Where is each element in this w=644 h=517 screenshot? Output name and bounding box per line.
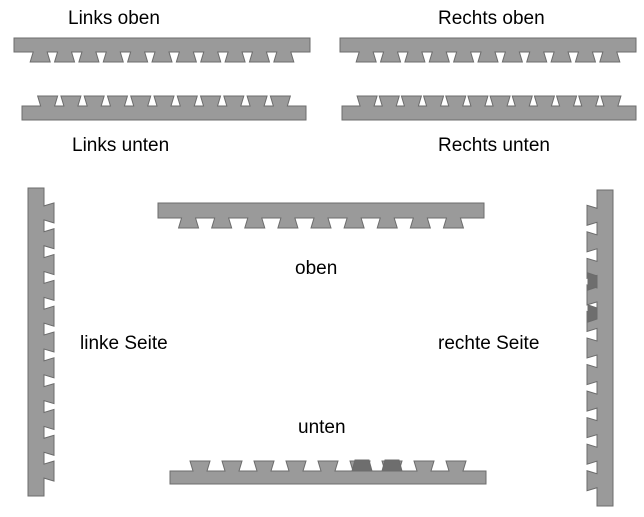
strip-oben [157, 202, 485, 229]
label-links-unten: Links unten [72, 135, 169, 156]
label-oben: oben [295, 258, 337, 279]
label-rechte-seite: rechte Seite [438, 333, 539, 354]
highlight-tab-unten-2 [381, 459, 403, 472]
strip-unten [169, 460, 487, 485]
strip-rechts-oben [339, 37, 637, 63]
label-rechts-oben: Rechts oben [438, 8, 545, 29]
highlighted-tabs [351, 272, 598, 472]
strip-links-oben [13, 37, 311, 63]
label-unten: unten [298, 417, 346, 438]
strip-rechts-unten [341, 95, 637, 121]
strip-links-unten [21, 95, 307, 121]
highlight-tab-rechte-2 [587, 304, 598, 323]
label-linke-seite: linke Seite [80, 333, 168, 354]
strip-rechte-seite [586, 189, 614, 507]
strip-linke-seite [27, 187, 55, 497]
highlight-tab-rechte-1 [587, 272, 598, 291]
highlight-tab-unten-1 [351, 459, 373, 472]
label-links-oben: Links oben [68, 8, 160, 29]
label-rechts-unten: Rechts unten [438, 135, 550, 156]
